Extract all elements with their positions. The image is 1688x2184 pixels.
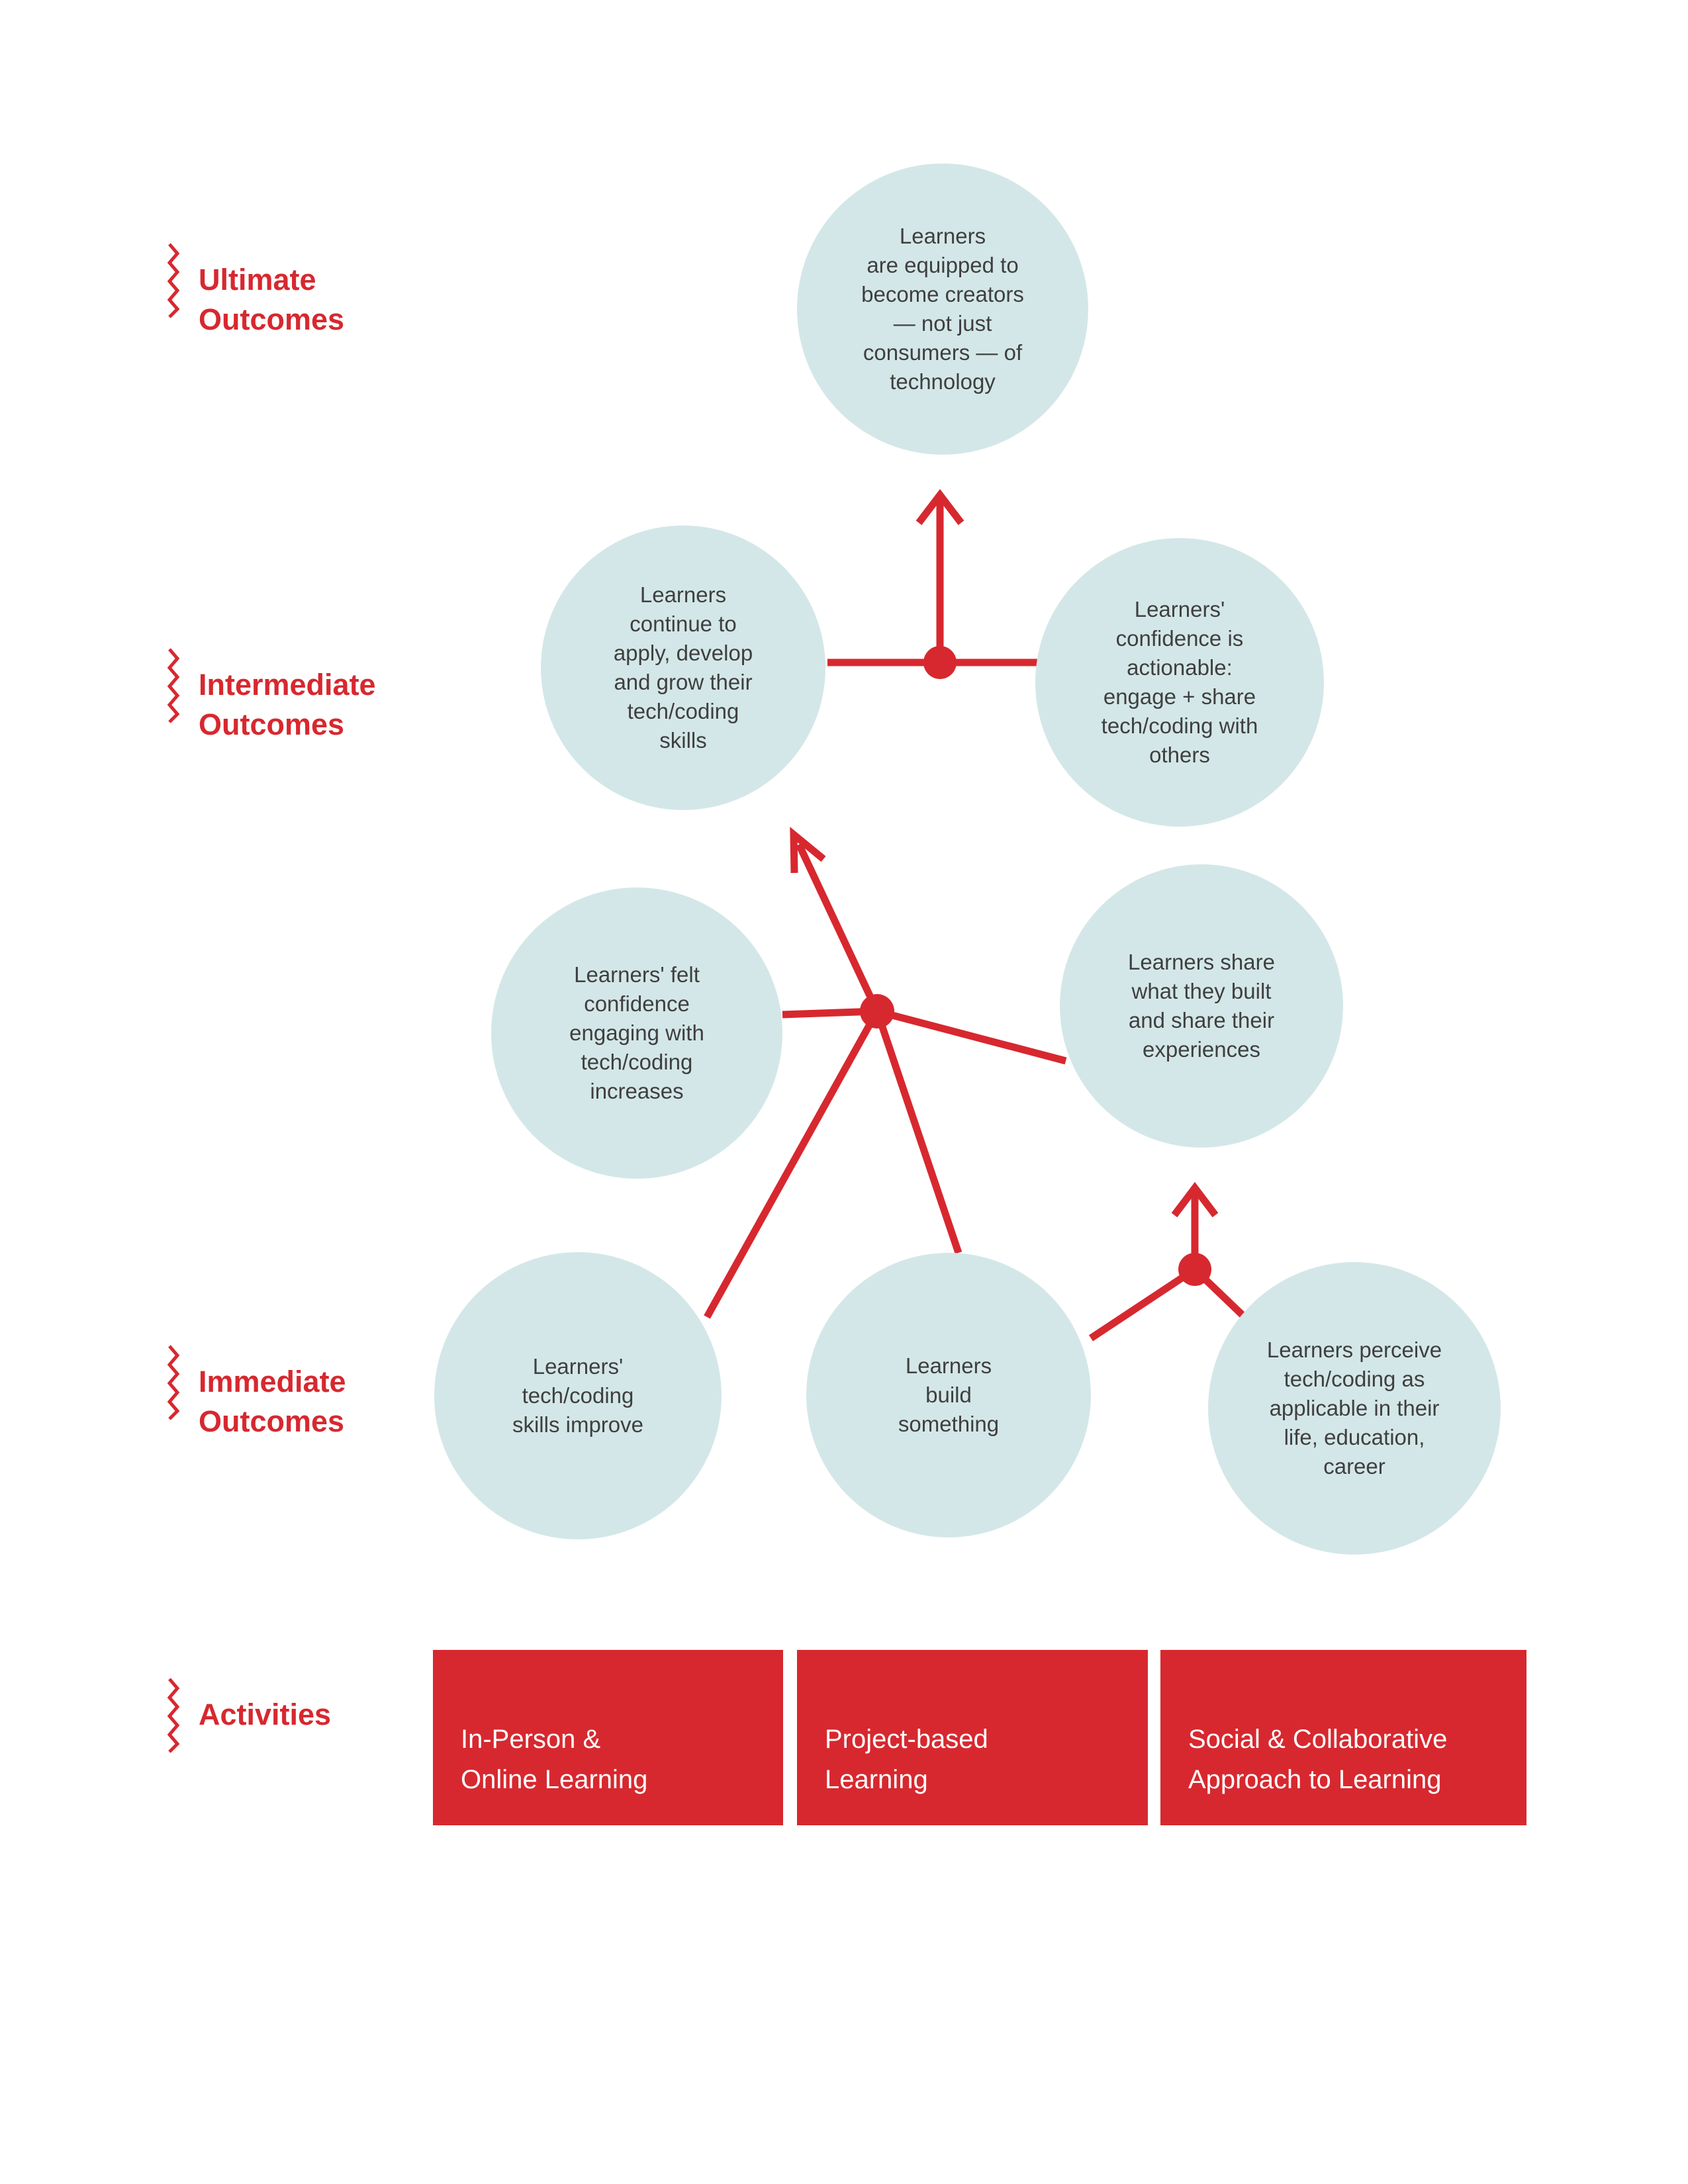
circle-share-what-built-text: Learners share what they built and share… [1128, 950, 1275, 1062]
circle-build-something: Learners build something [806, 1253, 1091, 1537]
arrow-to-ultimate-head [915, 488, 964, 525]
junction-dot-intermediate [923, 646, 957, 679]
activity-box-social-collaborative-learning: Social & Collaborative Approach to Learn… [1160, 1650, 1526, 1825]
activity-box-label: Social & Collaborative Approach to Learn… [1188, 1725, 1448, 1794]
activity-box-label: Project-based Learning [825, 1725, 988, 1794]
activity-box-label: In-Person & Online Learning [461, 1725, 648, 1794]
circle-confidence-actionable: Learners' confidence is actionable: enga… [1035, 538, 1324, 827]
zigzag-bracket-icon [167, 1345, 180, 1420]
activity-box-in-person-online-learning: In-Person & Online Learning [433, 1650, 783, 1825]
circle-continue-grow-skills-text: Learners continue to apply, develop and … [613, 582, 753, 752]
connector-share-junction [876, 1007, 1067, 1065]
circle-felt-confidence-text: Learners' felt confidence engaging with … [569, 962, 704, 1103]
circle-continue-grow-skills: Learners continue to apply, develop and … [541, 525, 825, 810]
circle-confidence-actionable-text: Learners' confidence is actionable: enga… [1101, 597, 1258, 767]
junction-dot-right [1178, 1253, 1211, 1286]
zigzag-bracket-icon [167, 243, 180, 318]
connector-felt-junction [782, 1007, 878, 1019]
circle-felt-confidence: Learners' felt confidence engaging with … [491, 887, 782, 1179]
intermediate-outcomes-label: Intermediate Outcomes [199, 668, 376, 741]
connector-build-junction [873, 1010, 962, 1254]
activities-label: Activities [199, 1698, 332, 1731]
zigzag-bracket-icon [167, 1678, 180, 1753]
circle-perceive-applicable: Learners perceive tech/coding as applica… [1208, 1262, 1501, 1555]
circle-share-what-built: Learners share what they built and share… [1060, 864, 1343, 1148]
circle-ultimate-outcome-text: Learners are equipped to become creators… [861, 224, 1024, 394]
activity-box-project-based-learning: Project-based Learning [797, 1650, 1148, 1825]
circle-skills-improve: Learners' tech/coding skills improve [434, 1252, 722, 1539]
circle-build-something-text: Learners build something [898, 1353, 1000, 1436]
connector-build-junction2 [1088, 1266, 1197, 1342]
arrow-to-continue-head [790, 827, 826, 874]
circle-skills-improve-text: Learners' tech/coding skills improve [512, 1354, 644, 1437]
circle-ultimate-outcome: Learners are equipped to become creators… [797, 163, 1088, 455]
connector-perceive-junction2 [1192, 1267, 1246, 1318]
junction-dot-central [860, 994, 894, 1028]
arrow-to-share-head [1171, 1181, 1219, 1218]
immediate-outcomes-label: Immediate Outcomes [199, 1365, 346, 1438]
arrow-to-continue-shaft [796, 842, 880, 1013]
circle-perceive-applicable-text: Learners perceive tech/coding as applica… [1266, 1338, 1442, 1479]
ultimate-outcomes-label: Ultimate Outcomes [199, 263, 345, 336]
zigzag-bracket-icon [167, 648, 180, 723]
